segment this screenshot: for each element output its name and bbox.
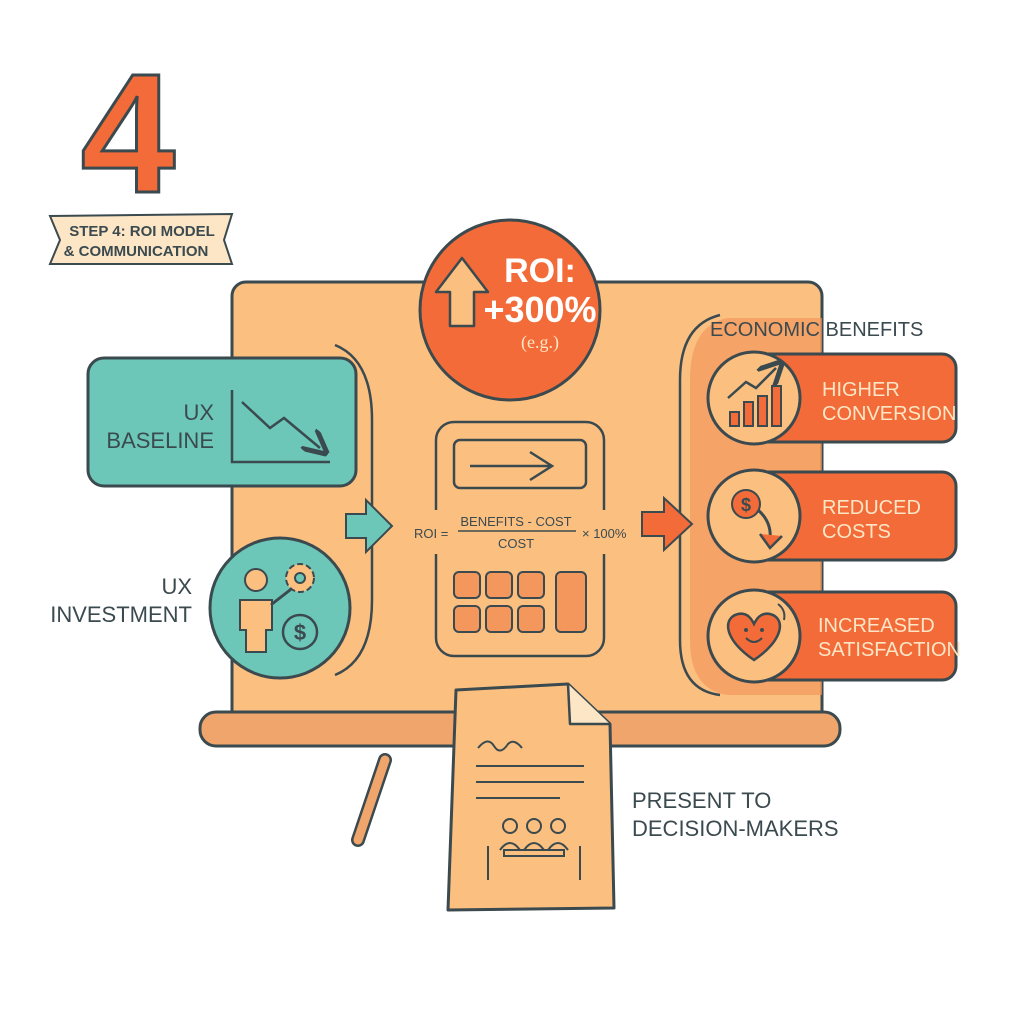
meeting-people-icon bbox=[487, 818, 581, 880]
smiling-heart-icon bbox=[726, 603, 786, 662]
arrow-out-of-calculator-icon bbox=[641, 495, 694, 553]
growth-chart-icon bbox=[727, 368, 781, 427]
benefit-increased-satisfaction: INCREASED SATISFACTION bbox=[706, 588, 961, 684]
roi-label: ROI: bbox=[504, 252, 576, 290]
svg-text:$: $ bbox=[294, 620, 306, 645]
banner-line-2: & COMMUNICATION bbox=[64, 243, 209, 260]
calculator-key bbox=[453, 571, 481, 599]
benefit-higher-conversion: HIGHER CONVERSION bbox=[706, 350, 958, 446]
formula-lhs: ROI = bbox=[414, 526, 448, 541]
roi-badge: ROI: +300% (e.g.) bbox=[418, 218, 602, 402]
benefit-2-line-2: COSTS bbox=[822, 521, 891, 543]
roi-formula: ROI = BENEFITS - COST COST × 100% bbox=[404, 510, 640, 554]
output-line-2: DECISION-MAKERS bbox=[632, 816, 839, 841]
ux-baseline-card: UX BASELINE bbox=[86, 356, 358, 488]
benefit-3-line-1: INCREASED bbox=[818, 615, 935, 637]
benefit-1-line-1: HIGHER bbox=[822, 379, 900, 401]
output-line-1: PRESENT TO bbox=[632, 788, 771, 813]
formula-multiplier: × 100% bbox=[582, 526, 627, 541]
declining-chart-icon bbox=[230, 390, 330, 464]
benefit-2-line-1: REDUCED bbox=[822, 497, 921, 519]
banner-line-1: STEP 4: ROI MODEL bbox=[69, 223, 215, 240]
report-document bbox=[446, 682, 616, 912]
step-number: 4 bbox=[81, 39, 176, 229]
person-icon bbox=[239, 568, 292, 653]
ux-investment-group: UX INVESTMENT $ bbox=[50, 536, 352, 680]
roi-note: (e.g.) bbox=[521, 332, 559, 353]
calculator-key bbox=[485, 571, 513, 599]
gear-icon bbox=[285, 563, 315, 593]
dollar-down-icon: $ bbox=[731, 489, 783, 550]
signature-scribble bbox=[477, 740, 523, 752]
up-arrow-icon bbox=[434, 256, 490, 328]
calculator-key bbox=[453, 605, 481, 633]
baseline-line-2: BASELINE bbox=[106, 428, 214, 453]
investment-line-1: UX bbox=[161, 574, 192, 599]
formula-denominator: COST bbox=[498, 536, 534, 551]
calculator-key bbox=[517, 571, 545, 599]
dollar-coin-icon: $ bbox=[281, 613, 319, 651]
roi-value: +300% bbox=[483, 289, 596, 330]
calculator-key bbox=[555, 571, 587, 633]
svg-text:$: $ bbox=[741, 495, 751, 515]
calculator-keys bbox=[453, 571, 587, 633]
benefit-3-line-2: SATISFACTION bbox=[818, 639, 961, 661]
calculator-key bbox=[517, 605, 545, 633]
calculator-key bbox=[485, 605, 513, 633]
formula-numerator: BENEFITS - COST bbox=[460, 514, 571, 529]
step-banner: STEP 4: ROI MODEL & COMMUNICATION bbox=[48, 212, 234, 265]
benefit-1-line-2: CONVERSION bbox=[822, 403, 956, 425]
benefits-heading: ECONOMIC BENEFITS bbox=[710, 319, 923, 341]
baseline-line-1: UX bbox=[183, 400, 214, 425]
investment-line-2: INVESTMENT bbox=[50, 602, 192, 627]
benefit-reduced-costs: $ REDUCED COSTS bbox=[706, 468, 958, 564]
arrow-into-calculator-icon bbox=[345, 497, 394, 555]
